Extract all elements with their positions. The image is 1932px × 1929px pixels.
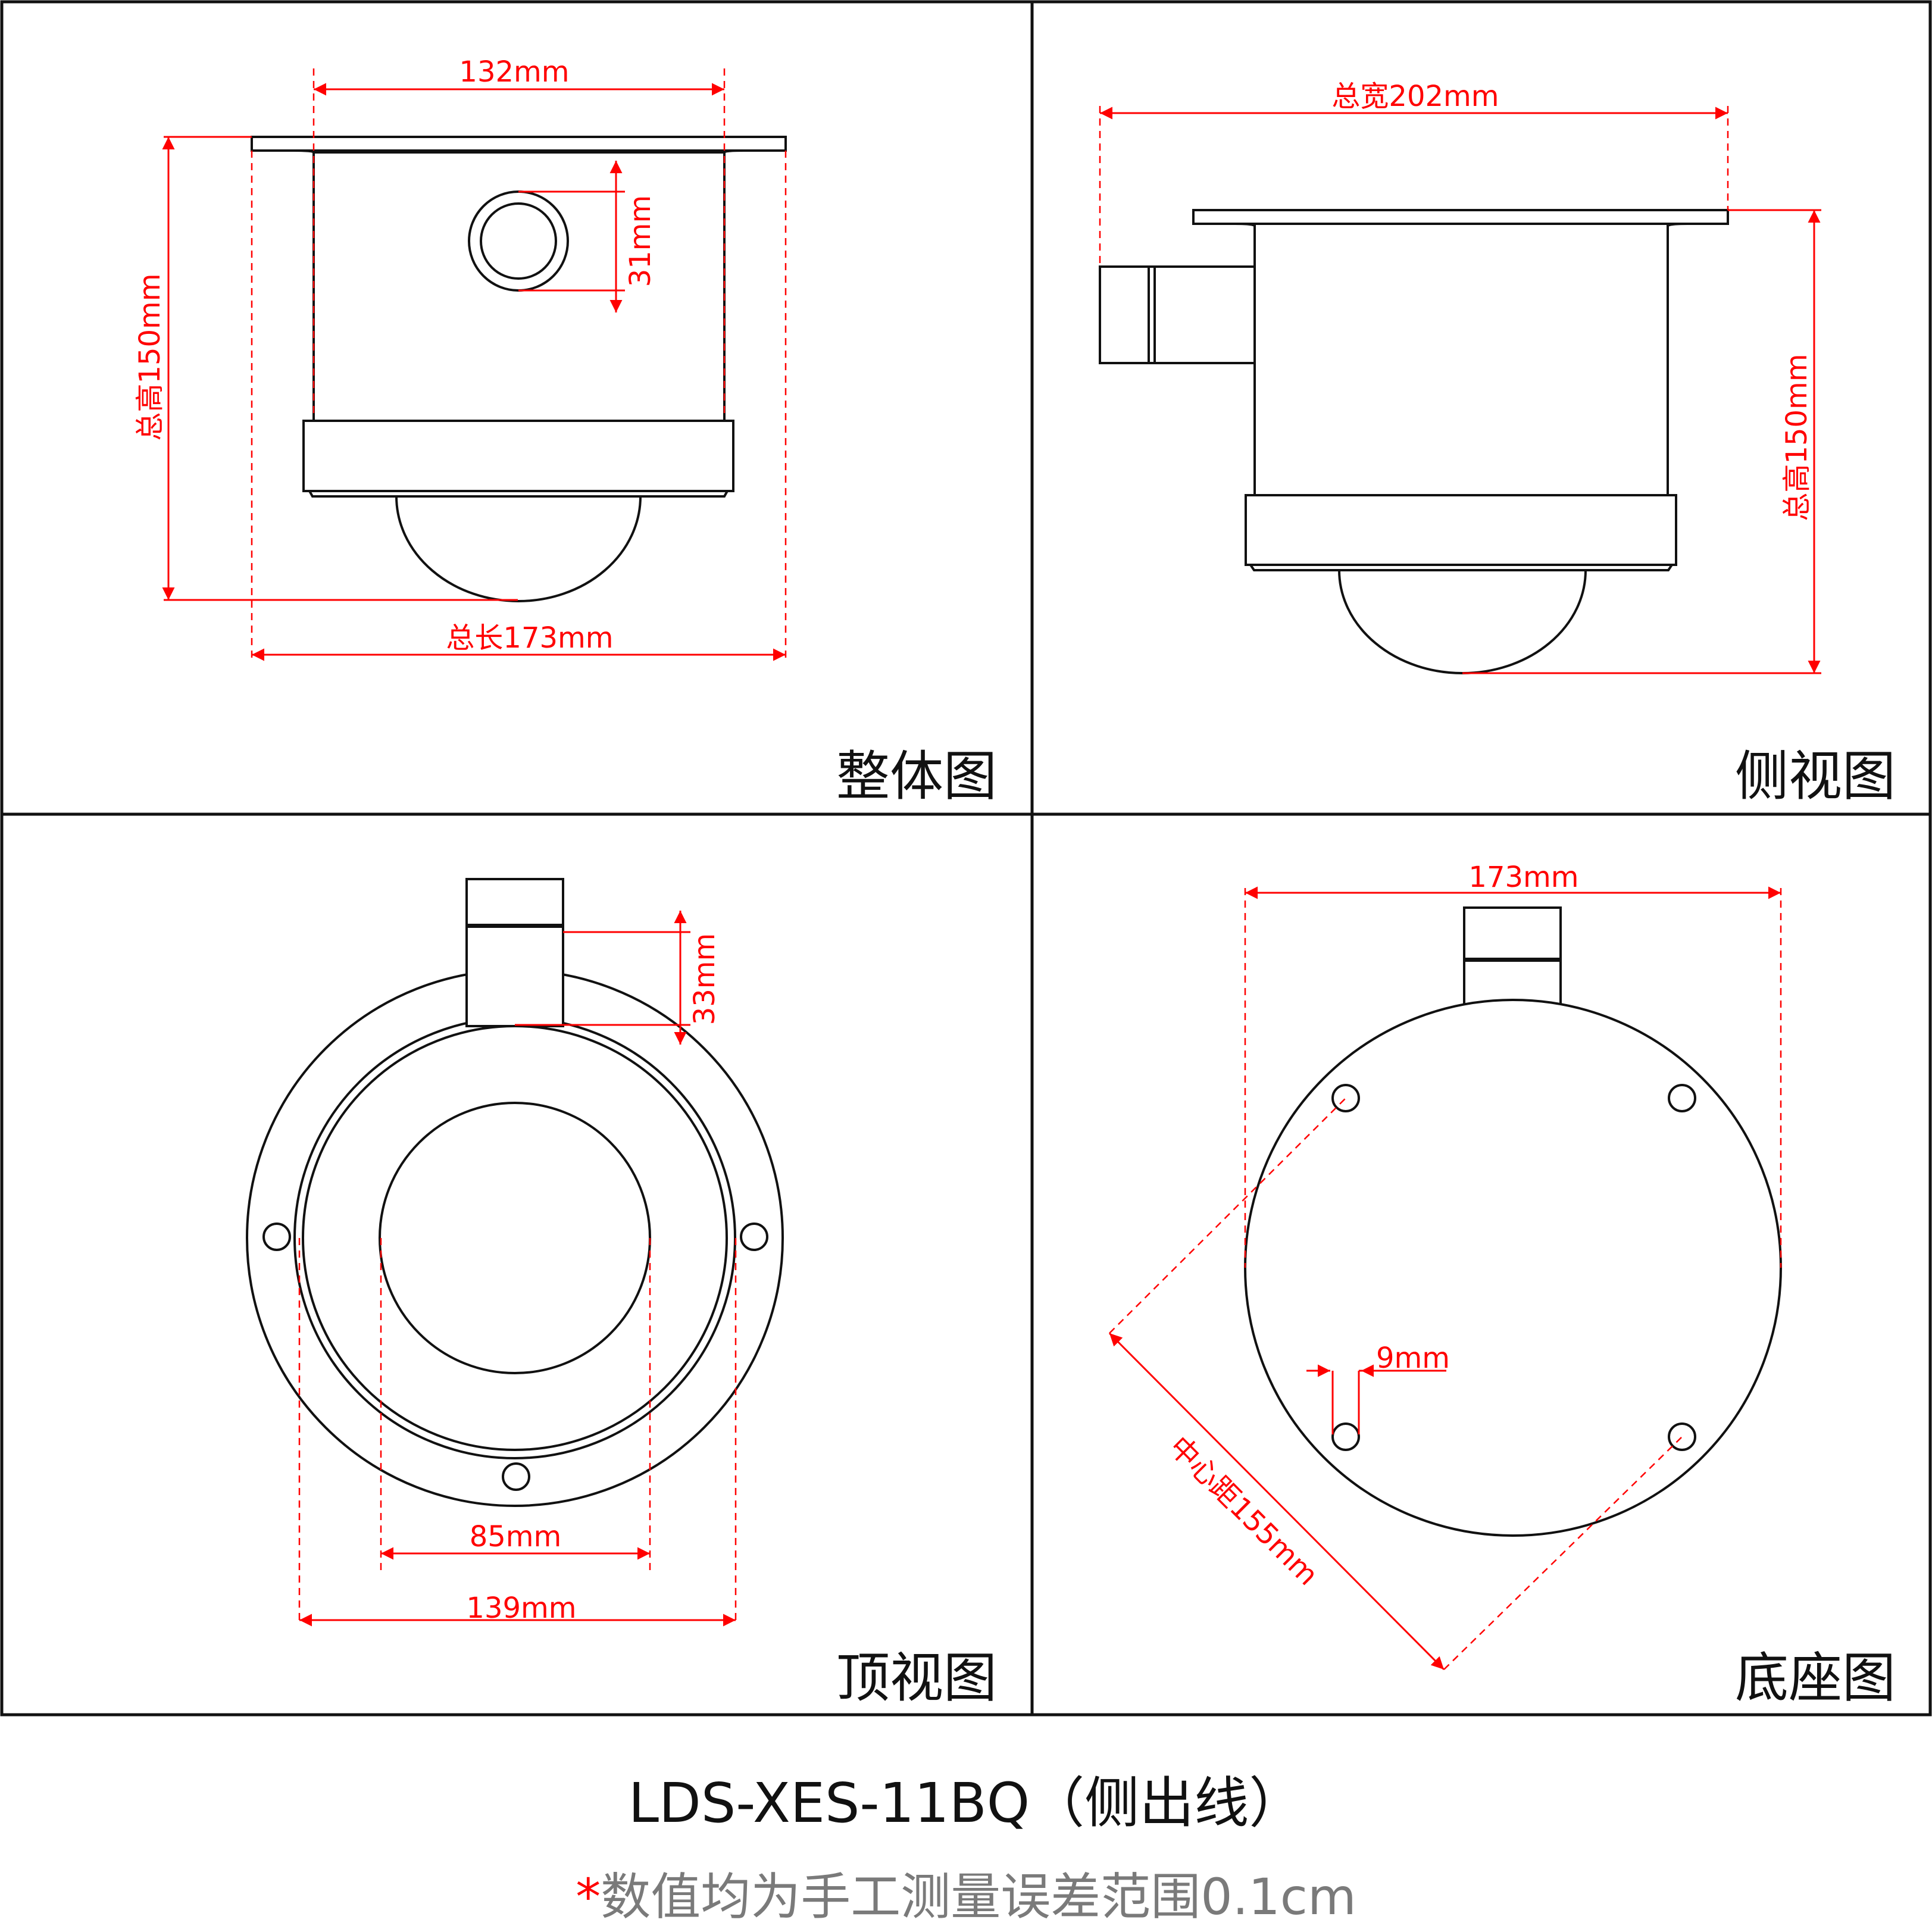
- dim-base-width-label: 173mm: [1468, 861, 1578, 894]
- panel-label-base: 底座图: [1735, 1647, 1896, 1709]
- panel-top: 33mm 85mm 139mm 顶视图: [246, 878, 997, 1709]
- dim-line-center: [1108, 1332, 1445, 1671]
- dim-top-port-label: 33mm: [688, 933, 721, 1026]
- side-housing: [1099, 209, 1729, 674]
- dim-hole-label: 9mm: [1376, 1342, 1450, 1375]
- panel-overall: 132mm 31mm 总高150mm 总长173mm 整体图: [133, 55, 997, 808]
- panel-label-top: 顶视图: [836, 1647, 997, 1709]
- dim-port-label: 31mm: [624, 195, 657, 287]
- dim-height-label: 总高150mm: [133, 273, 167, 440]
- mount-hole: [1331, 1084, 1360, 1112]
- mount-hole: [262, 1223, 291, 1251]
- model-title: LDS-XES-11BQ（侧出线）: [628, 1771, 1304, 1835]
- panel-label-side: 侧视图: [1735, 745, 1896, 808]
- side-dimensions: 总宽202mm 总高150mm: [1099, 80, 1821, 674]
- mount-hole: [1668, 1422, 1696, 1451]
- mount-hole: [1331, 1422, 1360, 1451]
- overall-housing: [251, 136, 787, 602]
- mount-hole: [502, 1462, 530, 1491]
- dim-outer-label: 139mm: [466, 1592, 576, 1625]
- dim-width-label: 132mm: [459, 55, 569, 89]
- dim-side-height-label: 总高150mm: [1780, 354, 1814, 521]
- dim-side-width-label: 总宽202mm: [1331, 80, 1499, 113]
- mount-hole: [1668, 1084, 1696, 1112]
- panel-label-overall: 整体图: [836, 745, 997, 808]
- panel-grid: [0, 0, 1932, 1717]
- note-text: 数值均为手工测量误差范围0.1cm: [601, 1868, 1356, 1926]
- overall-dimensions: 132mm 31mm 总高150mm 总长173mm: [133, 55, 787, 661]
- panel-side: 总宽202mm 总高150mm 侧视图: [1099, 80, 1896, 808]
- note-asterisk: *: [576, 1868, 601, 1926]
- base-housing: [1244, 906, 1782, 1537]
- top-dimensions: 33mm 85mm 139mm: [298, 911, 737, 1627]
- top-housing: [246, 878, 784, 1507]
- dim-center-label: 中心距155mm: [1162, 1430, 1324, 1592]
- measurement-note: *数值均为手工测量误差范围0.1cm: [0, 1857, 1932, 1929]
- panel-base: 173mm 9mm 中心距155mm 底座图: [1108, 861, 1896, 1709]
- dim-length-label: 总长173mm: [446, 621, 613, 655]
- dim-inner-label: 85mm: [470, 1520, 562, 1553]
- mount-hole: [740, 1223, 768, 1251]
